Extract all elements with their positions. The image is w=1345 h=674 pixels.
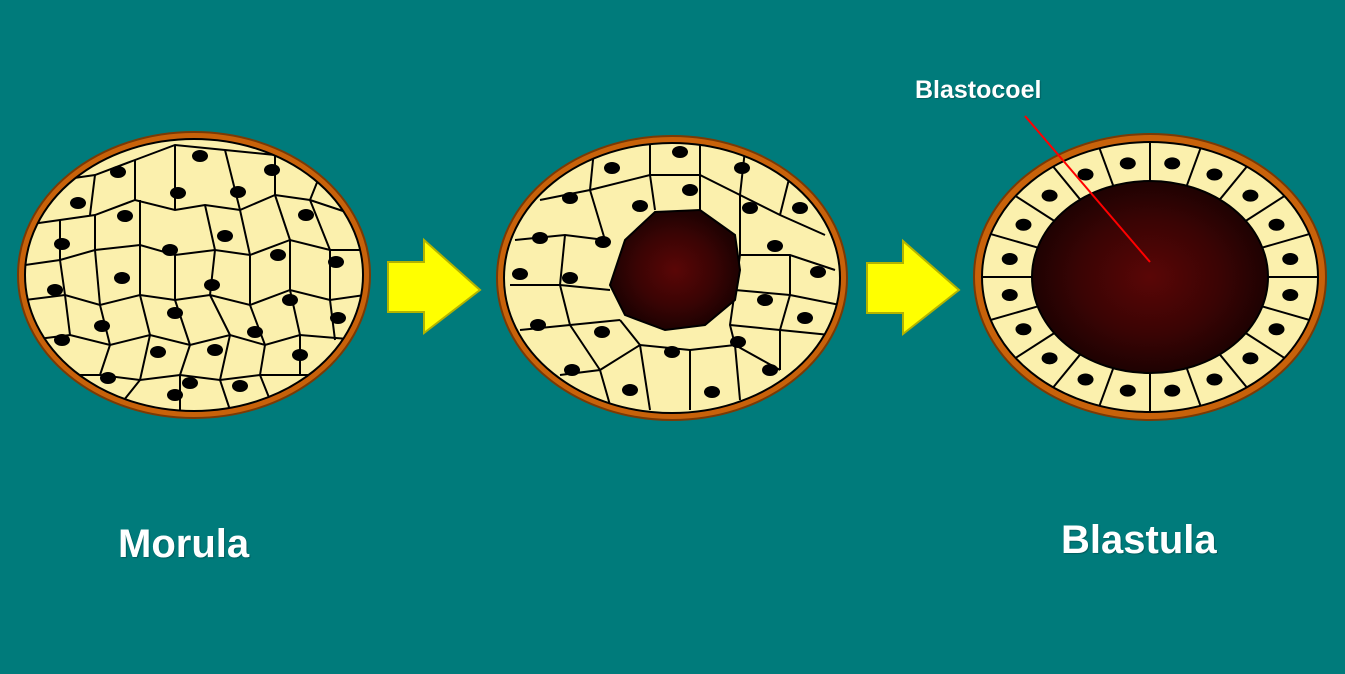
- cell-nucleus: [1282, 253, 1298, 265]
- early-blastula-embryo: [497, 136, 847, 420]
- morula-cell-mass: [25, 139, 363, 411]
- cell-nucleus: [1206, 373, 1222, 385]
- blastula-embryo: [970, 127, 1330, 427]
- cell-nucleus: [1120, 385, 1136, 397]
- cell-nucleus: [1002, 289, 1018, 301]
- cell-nucleus: [1078, 373, 1094, 385]
- morula-label: Morula: [118, 522, 249, 567]
- cell-nucleus: [1269, 323, 1285, 335]
- cell-nucleus: [1164, 385, 1180, 397]
- morula-embryo: [18, 132, 370, 418]
- blastocoel-cavity: [1032, 181, 1268, 373]
- cell-nucleus: [1015, 219, 1031, 231]
- blastula-label: Blastula: [1061, 518, 1217, 563]
- cell-nucleus: [1164, 157, 1180, 169]
- arrow-right-icon: [388, 240, 480, 333]
- cell-nucleus: [1282, 289, 1298, 301]
- arrow-right-icon: [867, 241, 959, 334]
- cell-nucleus: [1120, 157, 1136, 169]
- cell-nucleus: [1242, 352, 1258, 364]
- cell-nucleus: [1042, 352, 1058, 364]
- blastocoel-label: Blastocoel: [915, 76, 1041, 105]
- cell-nucleus: [1042, 190, 1058, 202]
- cell-nucleus: [1002, 253, 1018, 265]
- cell-nucleus: [1015, 323, 1031, 335]
- cell-nucleus: [1269, 219, 1285, 231]
- cell-nucleus: [1206, 169, 1222, 181]
- cell-nucleus: [1242, 190, 1258, 202]
